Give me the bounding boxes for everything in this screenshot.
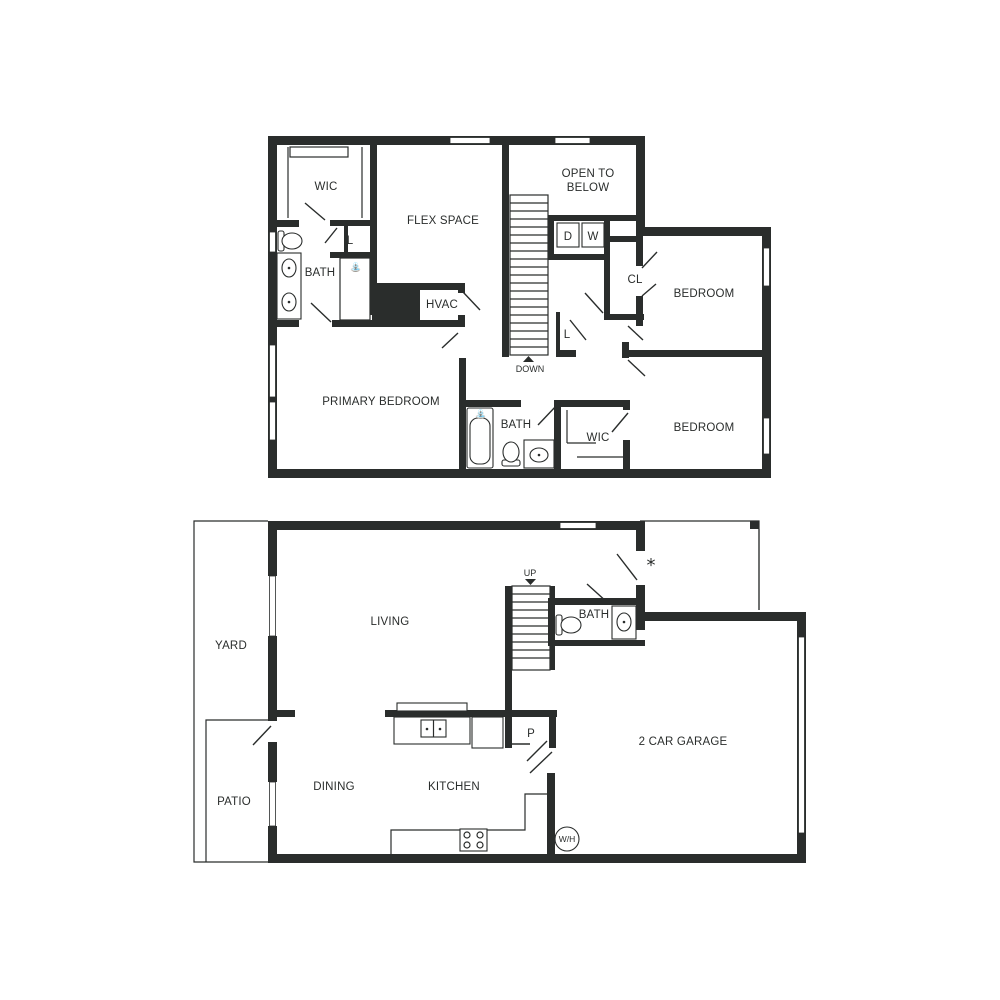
kitchen-counter (390, 793, 547, 854)
room-label-living: LIVING (371, 616, 410, 628)
linen-closet-label: L (564, 329, 571, 341)
hall-bath-fixtures: ⛲ (466, 407, 555, 469)
linen-closet-label: L (347, 235, 354, 247)
asterisk-marker: * (647, 555, 656, 576)
upper-labels: WIC FLEX SPACE OPEN TO BELOW D W L BATH … (305, 168, 735, 444)
room-label-bedroom-1: BEDROOM (674, 288, 735, 300)
closet-label: CL (627, 274, 643, 286)
range-hood (396, 702, 468, 712)
room-label-hvac: HVAC (426, 299, 458, 311)
room-label-open-to-below-line2: BELOW (567, 182, 610, 194)
lower-windows (269, 522, 805, 834)
dryer-label: D (564, 231, 573, 243)
vanity (611, 605, 637, 640)
room-label-dining: DINING (313, 781, 354, 793)
lower-doors (252, 553, 638, 774)
primary-bath-fixtures: ⛲ (276, 230, 371, 321)
upper-windows (269, 137, 770, 455)
toilet-icon (281, 232, 303, 250)
room-label-open-to-below-line1: OPEN TO (562, 168, 615, 180)
dryer-icon (556, 222, 580, 248)
pantry-label: P (527, 728, 535, 740)
wic-shelf (289, 146, 349, 158)
lower-exterior-walls (268, 521, 806, 863)
stairs-down-label: DOWN (516, 364, 545, 374)
water-heater (554, 826, 580, 852)
room-label-flex-space: FLEX SPACE (407, 215, 479, 227)
shower-head-icon: ⛲ (475, 408, 486, 420)
water-heater-icon (554, 826, 580, 852)
laundry (556, 222, 605, 248)
stairs-up-label: UP (524, 568, 537, 578)
room-label-garage: 2 CAR GARAGE (639, 736, 728, 748)
half-bath-fixtures (555, 605, 637, 640)
room-label-bath-half: BATH (579, 609, 610, 621)
toilet-icon (560, 616, 582, 634)
washer-label: W (587, 231, 598, 243)
shower-head-icon: ⛲ (350, 261, 361, 273)
toilet-icon (502, 441, 520, 463)
kitchen-fixtures (390, 702, 547, 854)
lower-labels: UP * BATH LIVING YARD P 2 CAR GARAGE DIN… (215, 555, 727, 844)
stove-icon (459, 828, 488, 852)
shower-icon (339, 257, 371, 321)
water-heater-label: W/H (559, 834, 576, 844)
room-label-wic-bedroom: WIC (587, 432, 610, 444)
washer-icon (581, 222, 605, 248)
room-label-bedroom-2: BEDROOM (674, 422, 735, 434)
upper-stairs (509, 194, 549, 362)
room-label-bath-hall: BATH (501, 419, 532, 431)
area-label-yard: YARD (215, 640, 247, 652)
room-label-primary-bedroom: PRIMARY BEDROOM (322, 396, 440, 408)
room-label-bath-primary: BATH (305, 267, 336, 279)
lower-stairs (505, 579, 555, 676)
up-arrow-icon (525, 579, 536, 585)
room-label-kitchen: KITCHEN (428, 781, 480, 793)
yard-patio-outline (193, 520, 760, 863)
upper-interior-walls (277, 145, 771, 478)
room-label-wic: WIC (315, 181, 338, 193)
upper-floor: ⛲ ⛲ (268, 136, 771, 478)
lower-floor: UP * BATH LIVING YARD P 2 CAR GARAGE DIN… (193, 520, 806, 863)
refrigerator-icon (471, 716, 504, 749)
area-label-patio: PATIO (217, 796, 251, 808)
down-arrow-icon (523, 356, 534, 362)
upper-doors (304, 202, 658, 433)
